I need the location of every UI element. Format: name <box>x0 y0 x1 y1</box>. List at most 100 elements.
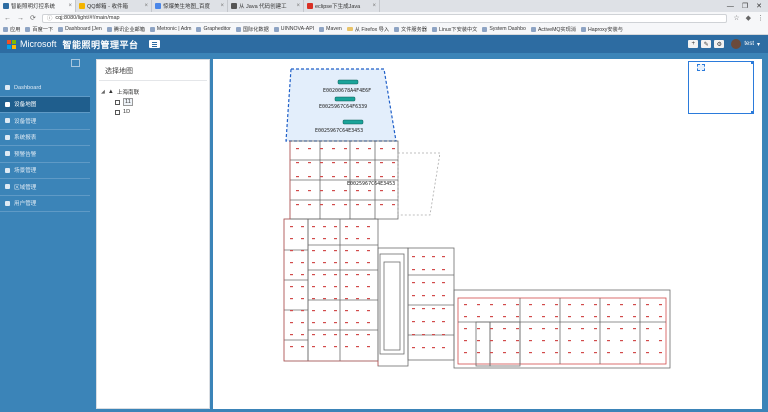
light-fixture <box>344 176 347 178</box>
close-icon[interactable]: × <box>296 3 300 9</box>
sidebar-item[interactable]: 区域管理 <box>0 179 90 196</box>
light-fixture <box>290 274 293 276</box>
tree-node-floor[interactable]: 1D <box>101 107 205 117</box>
menu-dots-icon[interactable]: ⋮ <box>757 15 764 22</box>
device-label[interactable]: E0025967C64E3453 <box>347 181 396 187</box>
bookmark-item[interactable]: 百度一下 <box>25 26 53 33</box>
menu-icon <box>5 184 10 190</box>
sidebar-item[interactable]: 设备地图 <box>0 96 90 113</box>
avatar[interactable] <box>731 39 742 49</box>
browser-tab[interactable]: QQ邮箱 - 收件箱× <box>76 0 152 12</box>
bookmark-icon <box>394 26 400 32</box>
back-icon[interactable]: ← <box>4 14 11 22</box>
light-fixture <box>290 334 293 336</box>
bookmark-item[interactable]: Metronic | Adm <box>149 26 191 32</box>
light-fixture <box>607 352 610 354</box>
menu-toggle-button[interactable] <box>148 40 160 48</box>
light-fixture <box>464 328 467 330</box>
bookmark-icon <box>431 26 437 32</box>
sidebar-item[interactable]: 预警告警 <box>0 146 90 163</box>
browser-tab[interactable]: 惊爆美生地图_百度× <box>152 0 228 12</box>
light-fixture <box>555 352 558 354</box>
bookmark-item[interactable]: System Dashbo <box>482 26 526 32</box>
light-fixture <box>477 316 480 318</box>
sidebar-toggle-button[interactable] <box>71 59 80 67</box>
bookmark-item[interactable]: Dashboard [Jen <box>58 26 102 32</box>
minimize-button[interactable]: — <box>726 2 734 10</box>
light-fixture <box>320 162 323 164</box>
bookmark-item[interactable]: Grapheditor <box>196 26 231 32</box>
close-icon[interactable]: × <box>220 3 224 9</box>
light-fixture <box>296 190 299 192</box>
sidebar-item[interactable]: 用户管理 <box>0 196 90 212</box>
light-fixture <box>412 334 415 336</box>
light-fixture <box>392 176 395 178</box>
close-window-button[interactable]: ✕ <box>756 3 762 10</box>
light-fixture <box>334 334 337 336</box>
edit-button[interactable]: ✎ <box>701 40 712 48</box>
bookmark-item[interactable]: Haproxy安装与 <box>581 26 623 33</box>
browser-tab[interactable]: 智能照明灯控系统× <box>0 0 76 12</box>
favicon-icon <box>231 3 237 9</box>
close-icon[interactable]: × <box>68 3 72 9</box>
light-fixture <box>334 238 337 240</box>
light-fixture <box>334 286 337 288</box>
bookmark-item[interactable]: 从 Firefox 导入 <box>346 26 389 33</box>
close-icon[interactable]: × <box>372 3 376 9</box>
sidebar-item[interactable]: 系统报表 <box>0 130 90 146</box>
light-fixture <box>380 190 383 192</box>
reload-icon[interactable]: ⟳ <box>30 15 36 22</box>
minimap-viewport[interactable] <box>697 64 705 71</box>
extension-icon[interactable]: ◆ <box>745 15 751 22</box>
light-fixture <box>607 328 610 330</box>
sidebar-item[interactable]: 设备管理 <box>0 113 90 130</box>
forward-icon[interactable]: → <box>17 14 24 22</box>
maximize-button[interactable]: ❐ <box>741 3 749 10</box>
minimap-handle[interactable] <box>751 61 754 64</box>
tree-node-floor[interactable]: 11 <box>101 97 205 107</box>
minimap[interactable] <box>688 61 754 114</box>
light-fixture <box>312 286 315 288</box>
minimap-handle[interactable] <box>751 111 754 114</box>
menu-icon <box>5 118 10 124</box>
device-label[interactable]: E0025967C64E3453 <box>315 128 364 134</box>
light-fixture <box>594 328 597 330</box>
menu-icon <box>5 200 10 206</box>
bookmark-item[interactable]: 文件服务器 <box>394 26 427 33</box>
star-icon[interactable]: ☆ <box>733 15 740 22</box>
sidebar-item[interactable]: 场景管理 <box>0 163 90 179</box>
tree-node-root[interactable]: ◢ ▲ 上海南联 <box>101 89 140 96</box>
user-name[interactable]: test <box>744 41 754 47</box>
device-label[interactable]: E00200678A4F4E6F <box>323 88 372 94</box>
light-fixture <box>607 304 610 306</box>
bookmark-item[interactable]: 应用 <box>3 26 20 33</box>
bookmark-item[interactable]: ActiveMQ实现消 <box>530 26 576 33</box>
bookmark-item[interactable]: 腾讯企业邮箱 <box>106 26 145 33</box>
light-fixture <box>312 346 315 348</box>
sidebar-item[interactable]: Dashboard <box>0 80 90 97</box>
chevron-down-icon[interactable]: ▾ <box>756 41 760 48</box>
bookmark-item[interactable]: UINNOVA-API <box>273 26 314 32</box>
close-icon[interactable]: × <box>144 3 148 9</box>
favicon-icon <box>307 3 313 9</box>
light-fixture <box>442 308 445 310</box>
bookmark-item[interactable]: Maven <box>319 26 342 32</box>
bookmark-icon <box>235 26 241 32</box>
caret-down-icon[interactable]: ◢ <box>101 89 105 95</box>
light-fixture <box>334 262 337 264</box>
device-markers[interactable] <box>334 79 364 125</box>
light-fixture <box>312 250 315 252</box>
light-fixture <box>308 148 311 150</box>
browser-tab[interactable]: eclipse下生成Java× <box>304 0 380 12</box>
bookmark-item[interactable]: Linux下安装中文 <box>431 26 477 33</box>
light-fixture <box>646 340 649 342</box>
bookmark-item[interactable]: 国际化数据 <box>235 26 269 33</box>
floor-plan-walls <box>283 140 671 369</box>
device-label[interactable]: E0025967C64F6339 <box>319 104 368 110</box>
light-fixture <box>432 295 435 297</box>
light-fixture <box>432 308 435 310</box>
browser-tab[interactable]: 从 Java 代码创建工× <box>228 0 304 12</box>
settings-button[interactable]: ⚙ <box>714 40 725 48</box>
plus-button[interactable]: + <box>688 40 699 48</box>
